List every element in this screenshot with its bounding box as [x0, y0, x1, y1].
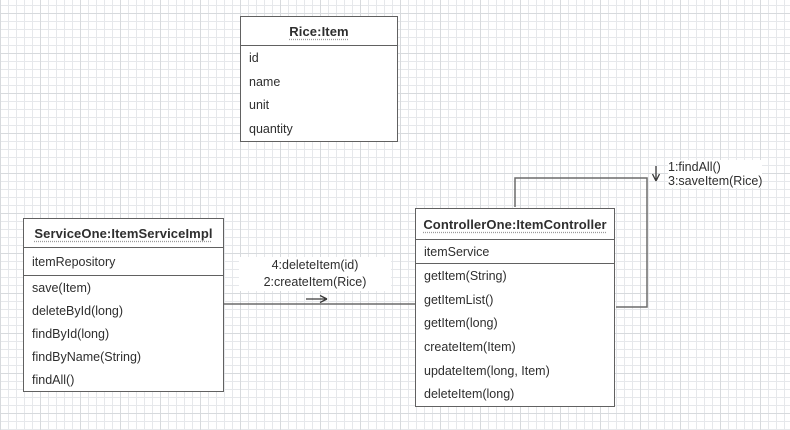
attribute-row[interactable]: quantity [249, 122, 293, 137]
class-title[interactable]: Rice:Item [241, 17, 397, 46]
method-row[interactable]: getItem(String) [424, 268, 507, 283]
attribute-section: id name unit quantity [241, 46, 397, 141]
method-row[interactable]: createItem(Item) [424, 339, 516, 354]
right-arrow-icon [306, 294, 328, 304]
class-title[interactable]: ControllerOne:ItemController [416, 209, 614, 240]
edge-label-line[interactable]: 4:deleteItem(id) [271, 258, 359, 272]
method-row[interactable]: findAll() [32, 372, 75, 387]
edge-label-line[interactable]: 2:createItem(Rice) [263, 275, 367, 289]
method-row[interactable]: getItem(long) [424, 316, 498, 331]
attribute-section: itemService [416, 240, 614, 264]
down-arrow-icon [651, 166, 661, 182]
method-section: save(Item) deleteById(long) findById(lon… [24, 276, 223, 391]
class-title[interactable]: ServiceOne:ItemServiceImpl [24, 219, 223, 248]
edge-label-line[interactable]: 1:findAll() [668, 160, 721, 174]
method-row[interactable]: updateItem(long, Item) [424, 363, 550, 378]
edge-label-line[interactable]: 3:saveItem(Rice) [668, 174, 763, 188]
class-box-rice-item[interactable]: Rice:Item id name unit quantity [240, 16, 398, 142]
attribute-row[interactable]: itemService [424, 244, 490, 259]
attribute-row[interactable]: id [249, 50, 259, 65]
edge-label-service-controller[interactable]: 4:deleteItem(id) 2:createItem(Rice) [239, 257, 391, 291]
attribute-row[interactable]: itemRepository [32, 254, 116, 269]
attribute-row[interactable]: name [249, 74, 281, 89]
attribute-section: itemRepository [24, 248, 223, 276]
method-row[interactable]: getItemList() [424, 292, 494, 307]
method-row[interactable]: save(Item) [32, 280, 92, 295]
edge-label-controller-loop[interactable]: 1:findAll() 3:saveItem(Rice) [668, 160, 763, 188]
method-row[interactable]: deleteItem(long) [424, 387, 515, 402]
method-section: getItem(String) getItemList() getItem(lo… [416, 264, 614, 406]
method-row[interactable]: findById(long) [32, 326, 110, 341]
method-row[interactable]: deleteById(long) [32, 303, 124, 318]
connector-controller-self-loop[interactable] [514, 177, 648, 308]
class-box-service-one[interactable]: ServiceOne:ItemServiceImpl itemRepositor… [23, 218, 224, 392]
method-row[interactable]: findByName(String) [32, 349, 142, 364]
class-box-controller-one[interactable]: ControllerOne:ItemController itemService… [415, 208, 615, 407]
attribute-row[interactable]: unit [249, 98, 270, 113]
